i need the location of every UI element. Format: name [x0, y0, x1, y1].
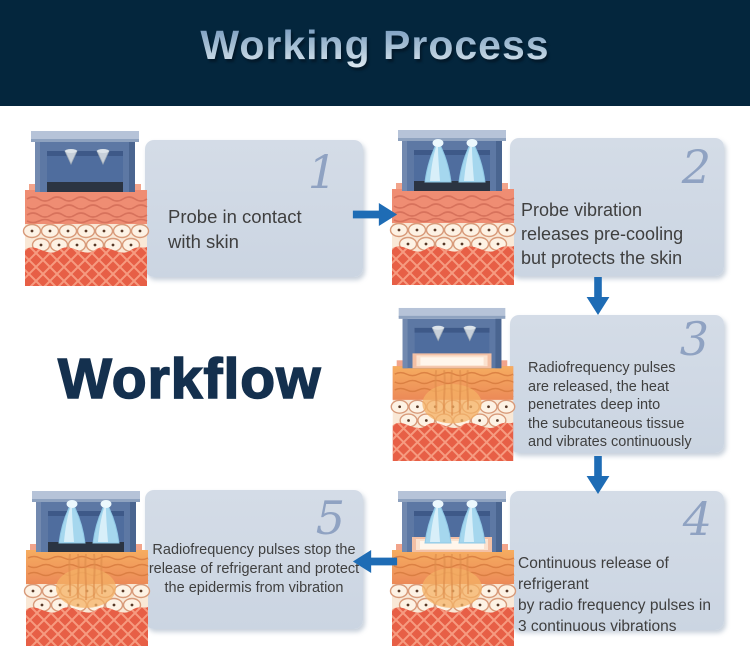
- step-4-number: 4: [682, 492, 712, 546]
- step-1-number: 1: [307, 145, 337, 199]
- step-3-card: 3 Radiofrequency pulses are released, th…: [510, 315, 724, 453]
- step-5-number: 5: [315, 491, 345, 545]
- step-1-description: Probe in contact with skin: [168, 206, 302, 252]
- step-2-description: Probe vibration releases pre-cooling but…: [521, 200, 684, 268]
- step-4-card: 4 Continuous release of refrigerant by r…: [510, 491, 724, 635]
- arrow-down-icon: [585, 277, 611, 315]
- step-2-card: 2 Probe vibration releases pre-cooling b…: [510, 138, 724, 276]
- step-5-card: 5 Radiofrequency pulses stop the release…: [145, 490, 363, 629]
- step-4-probe-skin-illustration: [382, 491, 522, 649]
- step-1-probe-skin-illustration: [15, 131, 155, 288]
- step-2-number: 2: [681, 140, 711, 194]
- header-bar: Working Process: [0, 0, 750, 106]
- step-3-probe-skin-illustration: [382, 307, 522, 463]
- step-3-number: 3: [679, 312, 709, 366]
- step-4-description: Continuous release of refrigerant by rad…: [518, 555, 712, 635]
- step-3-description: Radiofrequency pulses are released, the …: [528, 360, 692, 450]
- step-5-description: Radiofrequency pulses stop the release o…: [148, 542, 360, 596]
- arrow-right-icon: [352, 202, 398, 227]
- step-2-probe-skin-illustration: [382, 130, 522, 287]
- arrow-down-icon: [585, 456, 611, 494]
- page-title: Working Process: [200, 21, 550, 68]
- step-1-card: 1 Probe in contact with skin: [145, 140, 363, 277]
- step-5-probe-skin-illustration: [16, 491, 156, 649]
- workflow-label: Workflow: [57, 346, 322, 412]
- arrow-left-icon: [352, 549, 398, 574]
